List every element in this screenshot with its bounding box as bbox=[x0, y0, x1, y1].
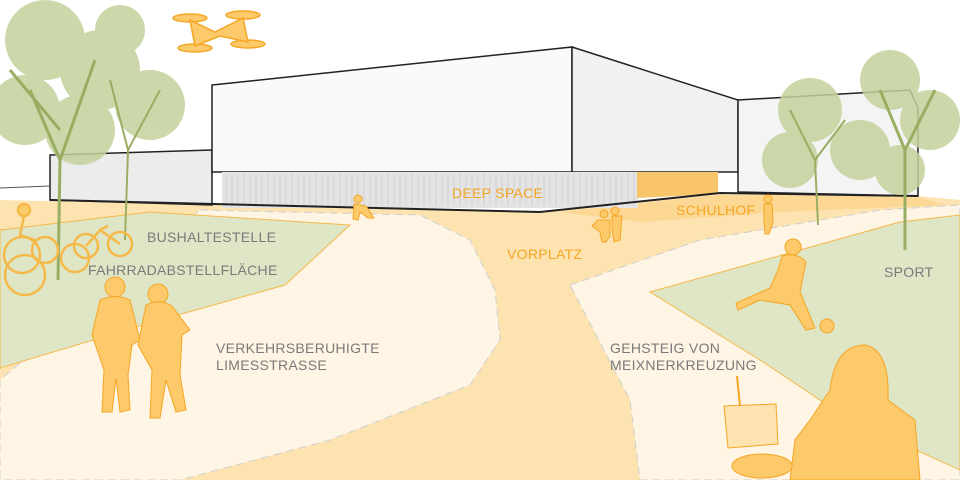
tree-left bbox=[0, 0, 185, 165]
label-limesstrasse-line2: LIMESSTRASSE bbox=[216, 357, 327, 373]
left-wing bbox=[49, 149, 213, 206]
schulhof-area bbox=[560, 195, 945, 222]
label-deep-space: DEEP SPACE bbox=[452, 185, 544, 201]
label-gehsteig-line2: MEIXNERKREUZUNG bbox=[610, 357, 757, 373]
tree-right bbox=[762, 50, 960, 195]
label-fahrradabstellflaeche: FAHRRADABSTELLFLÄCHE bbox=[88, 262, 278, 278]
label-gehsteig: GEHSTEIG VON MEIXNERKREUZUNG bbox=[610, 340, 757, 374]
label-vorplatz: VORPLATZ bbox=[507, 246, 583, 262]
orange-entrance bbox=[637, 172, 718, 198]
ground-line-right bbox=[539, 191, 919, 213]
small-figures bbox=[352, 194, 774, 243]
drone-pilot bbox=[723, 344, 921, 480]
label-limesstrasse-line1: VERKEHRSBERUHIGTE bbox=[216, 340, 380, 356]
label-limesstrasse: VERKEHRSBERUHIGTE LIMESSTRASSE bbox=[216, 340, 380, 374]
bicycles-icon bbox=[2, 202, 134, 297]
label-sport: SPORT bbox=[884, 264, 934, 280]
label-gehsteig-line1: GEHSTEIG VON bbox=[610, 340, 721, 356]
glazing-mullions bbox=[225, 174, 635, 206]
far-road-line bbox=[0, 185, 51, 189]
soccer-player bbox=[735, 238, 835, 334]
building-side bbox=[571, 45, 739, 173]
drone-icon bbox=[172, 10, 266, 53]
label-schulhof: SCHULHOF bbox=[676, 202, 756, 218]
tree-right-trunk bbox=[789, 89, 937, 250]
people-couple bbox=[91, 276, 191, 419]
ground-line bbox=[49, 199, 541, 213]
tree-left-trunk bbox=[8, 59, 161, 281]
label-bushaltestelle: BUSHALTESTELLE bbox=[147, 229, 277, 245]
building-front bbox=[211, 46, 573, 173]
